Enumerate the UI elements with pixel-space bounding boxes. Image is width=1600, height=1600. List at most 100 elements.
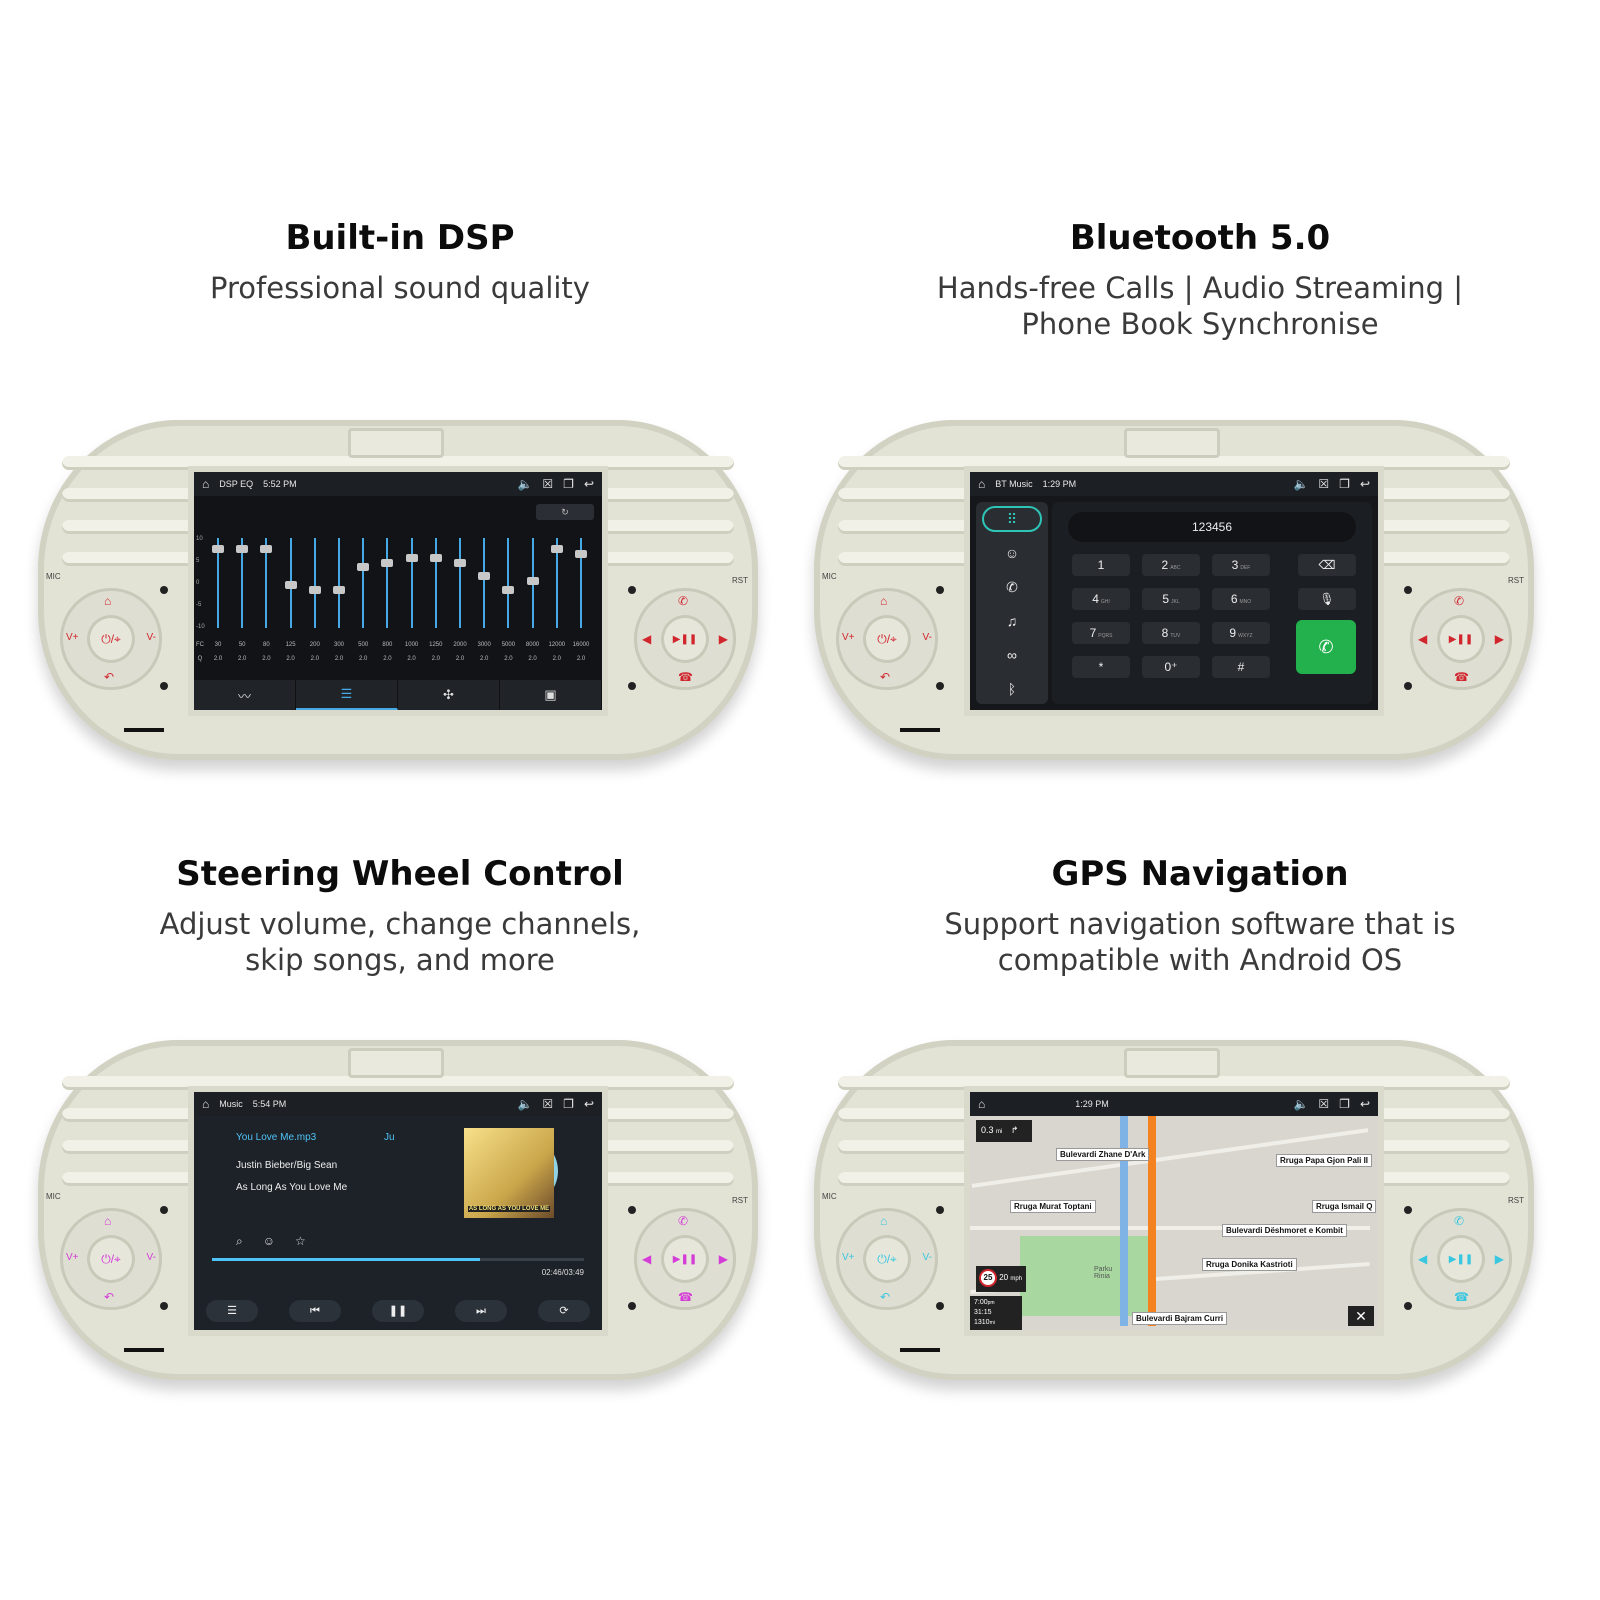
tab-effects[interactable]: 〰 [194,680,296,710]
recent-apps-icon[interactable]: ❐ [563,1097,574,1111]
call-button[interactable]: ✆ [1296,620,1356,674]
power-nav-button[interactable]: ⏻/⌖ [87,615,135,663]
left-control-pad[interactable]: ⌂ V+ V- ↶ ⏻/⌖ [60,588,162,690]
volume-up-button[interactable]: V+ [66,1252,79,1263]
volume-icon[interactable]: 🔈 [1293,477,1309,491]
next-track-button[interactable]: ⏭ [455,1300,507,1322]
repeat-button[interactable]: ⟳ [538,1300,590,1322]
previous-button[interactable]: ◀ [642,632,652,646]
close-app-icon[interactable]: ☒ [542,1097,554,1111]
eq-band[interactable] [428,538,444,628]
play-pause-button[interactable]: ▶❚❚ [661,1235,709,1283]
play-pause-button[interactable]: ▶❚❚ [661,615,709,663]
tab-speaker[interactable]: ▣ [500,680,602,710]
navigation-screen[interactable]: ⌂ 1:29 PM 🔈 ☒ ❐ ↩ Parku Rinia [970,1092,1378,1330]
volume-icon[interactable]: 🔈 [517,477,533,491]
hang-up-button[interactable]: ☎ [678,1290,693,1304]
home-icon[interactable]: ⌂ [978,477,986,491]
bluetooth-screen[interactable]: ⌂ BT Music 1:29 PM 🔈 ☒ ❐ ↩ ⠿ ☺ ✆ ♫ ∞ ᛒ [970,472,1378,710]
back-button[interactable]: ↶ [880,670,891,684]
eq-band-knob[interactable] [502,585,515,594]
next-button[interactable]: ▶ [718,1252,728,1266]
right-control-pad[interactable]: ✆ ◀ ▶ ☎ ▶❚❚ [1410,1208,1512,1310]
call-log-icon[interactable]: ✆ [1006,578,1018,595]
left-control-pad[interactable]: ⌂ V+ V- ↶ ⏻/⌖ [836,1208,938,1310]
search-icon[interactable]: ⌕ [236,1234,243,1248]
previous-button[interactable]: ◀ [1418,1252,1428,1266]
volume-down-button[interactable]: V- [146,632,156,643]
playlist-button[interactable]: ☰ [206,1300,258,1322]
dialpad-key[interactable]: 0⁺ [1142,656,1200,678]
eq-band[interactable] [525,538,541,628]
eq-band-knob[interactable] [212,545,224,554]
tab-equalizer[interactable]: ☰ [296,680,398,710]
eq-band[interactable] [549,538,565,628]
play-pause-button[interactable]: ▶❚❚ [1437,1235,1485,1283]
navigation-map[interactable]: Parku Rinia Bulevardi Zhane D'Ark Rruga … [970,1116,1378,1330]
previous-track-button[interactable]: ⏮ [289,1300,341,1322]
eq-band[interactable] [379,538,395,628]
eq-band[interactable] [234,538,250,628]
back-icon[interactable]: ↩ [583,1097,594,1111]
trip-info-panel[interactable]: 7:00pm 31:15 1310mi [970,1296,1022,1330]
eq-band-knob[interactable] [381,558,394,567]
eq-band-knob[interactable] [454,558,466,567]
back-button[interactable]: ↶ [880,1290,891,1304]
eq-band[interactable] [404,538,420,628]
right-control-pad[interactable]: ✆ ◀ ▶ ☎ ▶❚❚ [634,1208,736,1310]
home-button[interactable]: ⌂ [104,1214,112,1228]
answer-call-button[interactable]: ✆ [678,594,689,608]
card-slot[interactable] [124,1348,164,1352]
close-app-icon[interactable]: ☒ [1318,1097,1330,1111]
back-button[interactable]: ↶ [104,670,115,684]
next-button[interactable]: ▶ [1494,1252,1504,1266]
eq-band-knob[interactable] [575,549,587,558]
eq-band-knob[interactable] [284,581,297,590]
close-icon[interactable]: ✕ [1348,1306,1374,1326]
volume-icon[interactable]: 🔈 [1293,1097,1309,1111]
eq-band-knob[interactable] [526,576,539,585]
contacts-icon[interactable]: ☺ [1004,545,1020,561]
link-icon[interactable]: ∞ [1007,647,1017,663]
progress-bar[interactable] [212,1258,584,1261]
eq-band-knob[interactable] [429,554,442,563]
eq-band-knob[interactable] [333,585,345,594]
recent-apps-icon[interactable]: ❐ [563,477,574,491]
right-control-pad[interactable]: ✆ ◀ ▶ ☎ ▶❚❚ [634,588,736,690]
recent-apps-icon[interactable]: ❐ [1339,1097,1350,1111]
power-nav-button[interactable]: ⏻/⌖ [863,615,911,663]
home-icon[interactable]: ⌂ [978,1097,986,1111]
microphone-icon[interactable]: 🎙 [1298,588,1356,610]
backspace-button[interactable]: ⌫ [1298,554,1356,576]
eq-band[interactable] [452,538,468,628]
eq-band-knob[interactable] [236,545,249,554]
volume-up-button[interactable]: V+ [842,1252,855,1263]
eq-band[interactable] [283,538,299,628]
eq-band[interactable] [307,538,323,628]
volume-up-button[interactable]: V+ [842,632,855,643]
eq-band[interactable] [476,538,492,628]
pause-button[interactable]: ❚❚ [372,1300,424,1322]
right-control-pad[interactable]: ✆ ◀ ▶ ☎ ▶❚❚ [1410,588,1512,690]
previous-button[interactable]: ◀ [642,1252,652,1266]
volume-up-button[interactable]: V+ [66,632,79,643]
eq-band[interactable] [258,538,274,628]
close-app-icon[interactable]: ☒ [1318,477,1330,491]
volume-icon[interactable]: 🔈 [517,1097,533,1111]
home-icon[interactable]: ⌂ [202,1097,210,1111]
close-app-icon[interactable]: ☒ [542,477,554,491]
volume-down-button[interactable]: V- [922,1252,932,1263]
left-control-pad[interactable]: ⌂ V+ V- ↶ ⏻/⌖ [60,1208,162,1310]
hang-up-button[interactable]: ☎ [1454,670,1469,684]
home-button[interactable]: ⌂ [880,594,888,608]
card-slot[interactable] [124,728,164,732]
eq-band-knob[interactable] [550,545,563,554]
